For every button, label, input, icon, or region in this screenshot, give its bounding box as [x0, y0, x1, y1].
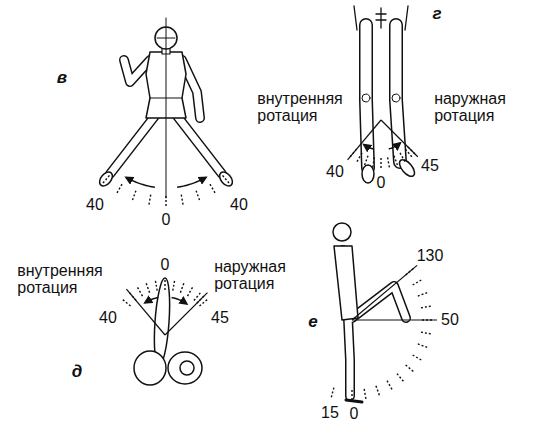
scale-tick	[137, 287, 143, 297]
front-figure	[166, 18, 167, 198]
scale-tick	[165, 196, 166, 208]
scale-tick	[223, 175, 231, 184]
side-figure	[333, 223, 406, 402]
scale-tick	[406, 365, 415, 373]
front-figure	[97, 170, 115, 189]
angle-value: 40	[229, 197, 249, 214]
feet-top-view	[168, 352, 202, 384]
scale-tick	[181, 195, 183, 207]
rotation-label: наружная ротация	[213, 259, 287, 293]
angle-value: 0	[349, 406, 360, 423]
scale-tick	[132, 191, 136, 202]
angle-value: 45	[420, 158, 440, 175]
legs-front	[354, 6, 408, 30]
scale-tick	[372, 157, 374, 169]
side-figure	[333, 223, 351, 241]
legs-front	[362, 165, 374, 183]
angle-value: 45	[210, 310, 230, 327]
scale-tick	[418, 344, 429, 348]
rotation-scale	[349, 147, 416, 170]
scale-tick	[388, 157, 390, 169]
scale-tick	[149, 195, 151, 207]
limit-line	[352, 265, 417, 320]
rotation-scale	[122, 279, 208, 306]
limit-line	[352, 319, 437, 320]
angle-value: 0	[160, 257, 171, 274]
panel-letter: д	[71, 363, 84, 381]
scale-tick	[400, 153, 406, 163]
scale-tick	[394, 156, 398, 167]
side-figure	[334, 246, 358, 320]
legs-front	[362, 94, 370, 102]
angle-value: 15	[320, 405, 340, 422]
scale-tick	[122, 299, 130, 306]
legs-front	[354, 6, 417, 183]
rotation-label: наружная ротация	[433, 91, 507, 125]
scale-tick	[196, 191, 200, 202]
side-figure	[346, 400, 362, 402]
legs-front	[366, 25, 400, 168]
scale-tick	[356, 153, 362, 163]
angle-value: 50	[440, 312, 460, 329]
limit-line	[126, 289, 165, 335]
scale-tick	[421, 306, 433, 308]
scale-tick	[155, 280, 157, 291]
scale-tick	[364, 156, 368, 167]
motion-arrow	[177, 177, 206, 187]
scale-tick	[116, 184, 122, 194]
scale-tick	[146, 282, 150, 292]
scale-tick	[164, 279, 165, 290]
front-figure	[157, 38, 175, 39]
rotation-label: внутренняя ротация	[256, 91, 343, 125]
rotation-label: внутренняя ротация	[16, 263, 103, 297]
angle-value: 40	[98, 310, 118, 327]
scale-tick	[173, 280, 175, 291]
scale-tick	[413, 355, 423, 361]
panel-letter: в	[56, 69, 68, 87]
panel-letter: г	[431, 5, 442, 23]
scale-tick	[413, 279, 423, 285]
motion-arrow	[126, 177, 155, 187]
scale-tick	[376, 386, 380, 397]
scale-tick	[364, 389, 366, 401]
limit-line	[348, 120, 381, 160]
legs-front	[397, 157, 418, 179]
front-figure	[97, 18, 235, 198]
limit-line	[165, 293, 207, 335]
panel-letter: е	[307, 313, 318, 331]
scale-tick	[421, 332, 433, 334]
scale-tick	[380, 158, 381, 170]
limit-line	[381, 120, 418, 157]
angle-value: 40	[85, 197, 105, 214]
scale-tick	[351, 390, 352, 402]
motion-arrow	[145, 298, 159, 303]
scale-tick	[397, 374, 405, 383]
feet-top-view	[180, 361, 194, 375]
scale-tick	[331, 388, 334, 400]
scale-tick	[188, 287, 194, 297]
motion-arrow	[172, 298, 187, 304]
legs-front	[366, 25, 400, 168]
motion-arrow	[364, 145, 373, 149]
angle-scale	[102, 120, 437, 402]
scale-tick	[102, 175, 110, 184]
flexion-scale	[331, 267, 434, 402]
front-figure	[217, 170, 235, 189]
angle-value: 0	[161, 212, 172, 229]
legs-front	[392, 94, 400, 102]
scale-tick	[387, 381, 393, 391]
angle-value: 0	[376, 175, 387, 192]
motion-arrow	[389, 143, 401, 149]
scale-tick	[210, 184, 216, 194]
scale-tick	[180, 282, 184, 292]
angle-value: 130	[416, 248, 445, 265]
scale-tick	[418, 292, 429, 296]
front-figure	[150, 98, 182, 99]
abduction-scale	[102, 175, 231, 208]
feet-top-view	[134, 351, 166, 385]
angle-value: 40	[325, 164, 345, 181]
